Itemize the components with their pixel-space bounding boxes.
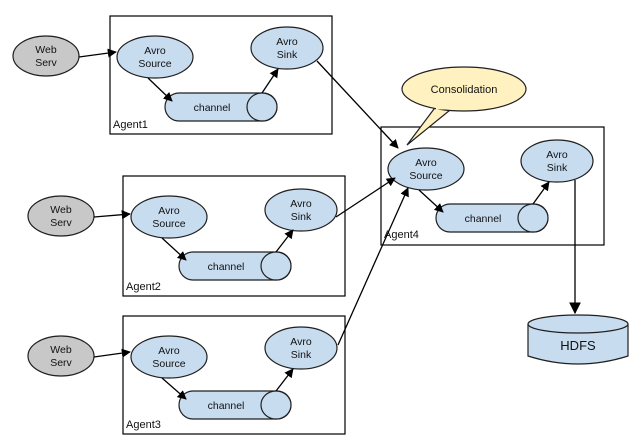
hdfs-cylinder xyxy=(527,314,629,365)
agent4-label: Agent4 xyxy=(384,229,419,241)
webserv-label-3-line2: Serv xyxy=(50,357,72,369)
hdfs-label: HDFS xyxy=(560,338,596,353)
avro-sink-label-1-line2: Sink xyxy=(277,49,298,61)
edge-source4-to-channel4 xyxy=(418,189,444,213)
edge-source2-to-channel2 xyxy=(161,237,187,261)
webserv-node-3 xyxy=(27,335,95,377)
avro-sink-label-2-line1: Avro xyxy=(290,198,312,210)
edge-webserv1-to-source1 xyxy=(78,48,117,58)
edge-source1-to-channel1 xyxy=(147,77,173,102)
avro-source-label-2-line1: Avro xyxy=(158,205,180,217)
channel-label-4: channel xyxy=(465,213,502,225)
webserv-node-2 xyxy=(27,195,95,237)
agent2-group: Agent2 Web Serv Avro Source Avro Sink ch… xyxy=(27,175,346,297)
webserv-node-1 xyxy=(12,35,80,77)
avro-sink-node-4 xyxy=(520,139,594,183)
edge-sink1-to-source4 xyxy=(316,60,399,149)
avro-source-label-3-line1: Avro xyxy=(158,345,180,357)
avro-source-node-1 xyxy=(116,35,194,79)
channel-label-2: channel xyxy=(208,261,245,273)
avro-sink-label-4-line2: Sink xyxy=(547,162,568,174)
avro-sink-label-1-line1: Avro xyxy=(276,36,298,48)
avro-source-label-3-line2: Source xyxy=(152,358,185,370)
agent1-group: Agent1 Web Serv Avro Source Avro Sink ch… xyxy=(12,15,333,135)
channel-node-2 xyxy=(178,251,292,281)
webserv-label-3-line1: Web xyxy=(50,344,72,356)
avro-source-label-1-line1: Avro xyxy=(144,45,166,57)
avro-sink-label-3-line2: Sink xyxy=(291,349,312,361)
avro-sink-label-2-line2: Sink xyxy=(291,211,312,223)
agent2-label: Agent2 xyxy=(126,281,161,293)
channel-node-1 xyxy=(164,92,278,122)
avro-source-node-2 xyxy=(130,195,208,239)
avro-sink-node-2 xyxy=(264,188,338,232)
channel-label-3: channel xyxy=(208,400,245,412)
webserv-label-2-line1: Web xyxy=(50,204,72,216)
edge-channel2-to-sink2 xyxy=(275,229,294,253)
channel-node-4 xyxy=(435,203,549,233)
edge-channel3-to-sink3 xyxy=(275,368,294,392)
avro-source-node-4 xyxy=(387,147,465,191)
webserv-label-1-line1: Web xyxy=(35,44,57,56)
agent4-group: Agent4 Avro Source Avro Sink channel xyxy=(380,126,605,246)
edge-sink2-to-source4 xyxy=(335,177,396,218)
avro-source-label-2-line2: Source xyxy=(152,218,185,230)
agent3-label: Agent3 xyxy=(126,419,161,431)
avro-sink-label-4-line1: Avro xyxy=(546,149,568,161)
avro-sink-node-1 xyxy=(250,26,324,70)
consolidation-callout xyxy=(401,66,527,146)
webserv-label-2-line2: Serv xyxy=(50,217,72,229)
agent3-group: Agent3 Web Serv Avro Source Avro Sink ch… xyxy=(27,315,346,435)
edge-channel1-to-sink1 xyxy=(261,68,279,94)
avro-source-label-4-line2: Source xyxy=(409,170,442,182)
webserv-label-1-line2: Serv xyxy=(35,57,57,69)
avro-sink-label-3-line1: Avro xyxy=(290,336,312,348)
channel-label-1: channel xyxy=(194,102,231,114)
edge-webserv2-to-source2 xyxy=(93,210,131,220)
edge-sink3-to-source4 xyxy=(337,187,409,346)
consolidation-label: Consolidation xyxy=(431,84,498,96)
avro-sink-node-3 xyxy=(264,326,338,370)
avro-source-node-3 xyxy=(130,335,208,379)
avro-source-label-1-line2: Source xyxy=(138,58,171,70)
channel-node-3 xyxy=(178,390,292,420)
edge-webserv3-to-source3 xyxy=(93,348,131,358)
edge-source3-to-channel3 xyxy=(161,377,187,400)
agent1-label: Agent1 xyxy=(113,119,148,131)
edge-channel4-to-sink4 xyxy=(532,181,550,205)
avro-source-label-4-line1: Avro xyxy=(415,157,437,169)
